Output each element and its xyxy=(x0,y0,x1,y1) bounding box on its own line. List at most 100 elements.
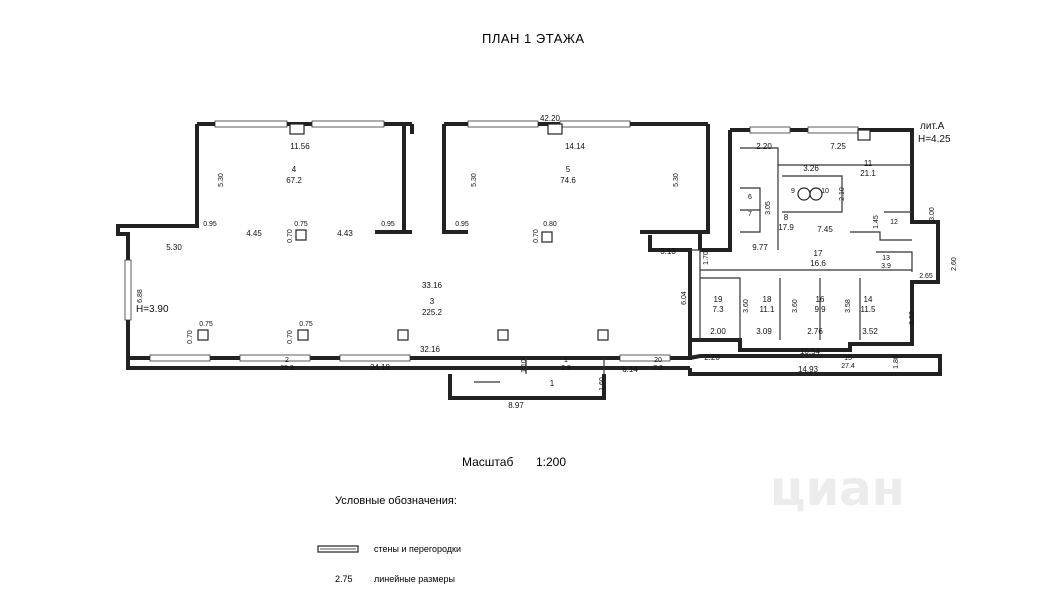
room-13-area: 3.9 xyxy=(881,263,891,270)
room-2-area: 25.9 xyxy=(280,365,294,372)
dim-label: 0.75 xyxy=(299,321,313,328)
room-1-small-area: 2.9 xyxy=(561,365,571,372)
room-7-number: 7 xyxy=(748,211,752,218)
room-8-number: 8 xyxy=(784,213,789,222)
dim-label: 3.32 xyxy=(909,311,916,325)
room-1-number: 1 xyxy=(550,379,555,388)
litera-label: лит.А xyxy=(920,121,945,132)
dim-label: 3.09 xyxy=(756,327,772,336)
dim-label: 3.60 xyxy=(792,299,799,313)
room-17-area: 16.6 xyxy=(810,259,826,268)
dim-label: 0.95 xyxy=(381,221,395,228)
dim-label: 4.43 xyxy=(337,229,353,238)
dim-label: 1.45 xyxy=(873,215,880,229)
dim-label: 0.80 xyxy=(543,221,557,228)
dim-label: 0.70 xyxy=(287,229,294,243)
room-3-area: 225.2 xyxy=(422,308,443,317)
room-14-area: 11.5 xyxy=(861,305,877,314)
room-labels: 4 67.2 5 74.6 3 225.2 2 25.9 1 2.9 1 20 … xyxy=(280,159,898,388)
dim-label: 3.26 xyxy=(803,164,819,173)
columns xyxy=(197,123,871,341)
dim-label: 3.58 xyxy=(845,299,852,313)
dim-label: 7.25 xyxy=(830,142,846,151)
watermark: циан xyxy=(770,461,905,517)
dim-label: 5.30 xyxy=(471,173,478,187)
dim-label: 0.95 xyxy=(203,221,217,228)
room-11-area: 21.1 xyxy=(860,169,876,178)
room-1-small-number: 1 xyxy=(564,357,568,364)
room-4-number: 4 xyxy=(292,165,297,174)
legend-walls: стены и перегородки xyxy=(374,544,461,554)
dim-label: 0.75 xyxy=(199,321,213,328)
dim-label: 0.70 xyxy=(187,330,194,344)
dim-label: 14.14 xyxy=(565,142,586,151)
dim-label: 0.70 xyxy=(287,330,294,344)
room-15-number: 15 xyxy=(844,355,852,362)
dim-label: 6.14 xyxy=(622,365,638,374)
room-5-number: 5 xyxy=(566,165,571,174)
legend-wall-symbol xyxy=(317,545,359,553)
dim-label: 9.77 xyxy=(752,243,768,252)
dim-label: 32.16 xyxy=(420,345,441,354)
dim-label: 0.95 xyxy=(455,221,469,228)
height-left: H=3.90 xyxy=(136,304,169,315)
dim-label: 3.52 xyxy=(862,327,878,336)
dim-label: 0.70 xyxy=(533,229,540,243)
dim-label: 7.45 xyxy=(817,225,833,234)
room-20-area: 7.3 xyxy=(653,365,663,372)
dim-label: 5.30 xyxy=(673,173,680,187)
room-4-area: 67.2 xyxy=(286,176,302,185)
room-2-number: 2 xyxy=(285,357,289,364)
dim-label: 2.10 xyxy=(839,187,846,201)
dim-label: 3.60 xyxy=(743,299,750,313)
room-3-number: 3 xyxy=(430,297,435,306)
plan-title: ПЛАН 1 ЭТАЖА xyxy=(482,31,585,46)
dim-label: 42.20 xyxy=(540,114,561,123)
dim-label: 24.18 xyxy=(370,363,391,372)
dim-label: 33.16 xyxy=(422,281,443,290)
room-19-area: 7.3 xyxy=(712,305,724,314)
partitions xyxy=(474,147,913,383)
room-15-area: 27.4 xyxy=(841,363,855,370)
dim-label: 11.56 xyxy=(290,142,310,151)
dimensions: 42.20 11.56 14.14 5.30 5.30 5.30 5.30 0.… xyxy=(137,114,958,410)
dim-label: 3.13 xyxy=(660,247,676,256)
room-11-number: 11 xyxy=(864,159,873,168)
dim-label: 2.60 xyxy=(951,257,958,271)
room-12-number: 12 xyxy=(890,219,898,226)
dim-label: 0.75 xyxy=(294,221,308,228)
room-16-number: 16 xyxy=(816,295,825,304)
dim-label: 1.10 xyxy=(521,359,528,373)
dim-label: 4.45 xyxy=(246,229,262,238)
room-5-area: 74.6 xyxy=(560,176,576,185)
dim-label: 2.20 xyxy=(756,142,772,151)
dim-label: 2.00 xyxy=(710,327,726,336)
legend-dim-sample: 2.75 xyxy=(335,574,353,584)
dim-label: 2.65 xyxy=(919,273,933,280)
legend-dims: линейные размеры xyxy=(374,574,455,584)
dim-label: 5.30 xyxy=(218,173,225,187)
scale-value: 1:200 xyxy=(536,455,566,469)
dim-label: 5.30 xyxy=(166,243,182,252)
dim-label: 1.60 xyxy=(599,377,606,391)
dim-label: 6.04 xyxy=(681,291,688,305)
scale-label: Масштаб xyxy=(462,455,513,469)
room-16-area: 9.9 xyxy=(814,305,826,314)
room-9-number: 9 xyxy=(791,188,795,195)
dim-label: 8.97 xyxy=(508,401,524,410)
dim-label: 3.05 xyxy=(765,201,772,215)
room-8-area: 17.9 xyxy=(778,223,794,232)
dim-label: 2.76 xyxy=(807,327,823,336)
dim-label: 3.00 xyxy=(929,207,936,221)
dim-label: 2.20 xyxy=(704,353,720,362)
room-14-number: 14 xyxy=(864,295,873,304)
room-17-number: 17 xyxy=(814,249,823,258)
room-18-area: 11.1 xyxy=(760,305,776,314)
room-19-number: 19 xyxy=(714,295,723,304)
dim-label: 6.88 xyxy=(137,289,144,303)
dim-label: 10.54 xyxy=(800,347,821,356)
room-20-number: 20 xyxy=(654,357,662,364)
dim-label: 14.93 xyxy=(798,365,819,374)
room-6-number: 6 xyxy=(748,194,752,201)
